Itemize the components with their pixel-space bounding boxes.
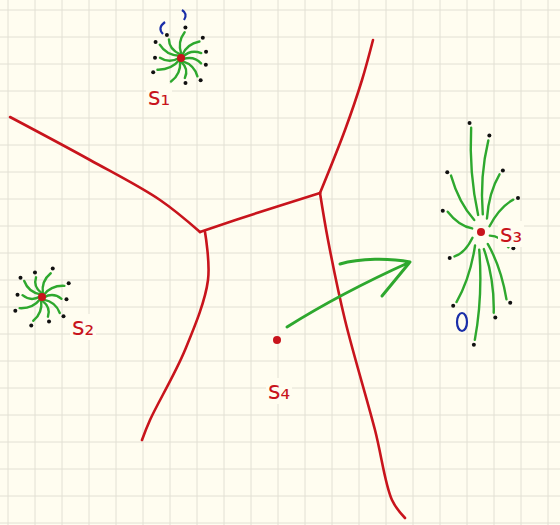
sites [38, 54, 485, 344]
site-label: s₃ [498, 221, 524, 247]
voronoi-edge [10, 117, 200, 232]
flow-arrow [287, 259, 410, 327]
site-point [477, 228, 485, 236]
voronoi-edges [10, 40, 405, 518]
site-label: s₁ [146, 84, 172, 110]
site-point [38, 293, 46, 301]
gradient-strokes [13, 10, 520, 347]
voronoi-edge [320, 40, 373, 193]
voronoi-edge [320, 193, 405, 518]
site-point [177, 54, 185, 62]
voronoi-edge [200, 193, 320, 232]
site-label: s₄ [266, 378, 292, 404]
site-label: s₂ [70, 314, 96, 340]
voronoi-edge [142, 232, 209, 440]
site-point [273, 336, 281, 344]
